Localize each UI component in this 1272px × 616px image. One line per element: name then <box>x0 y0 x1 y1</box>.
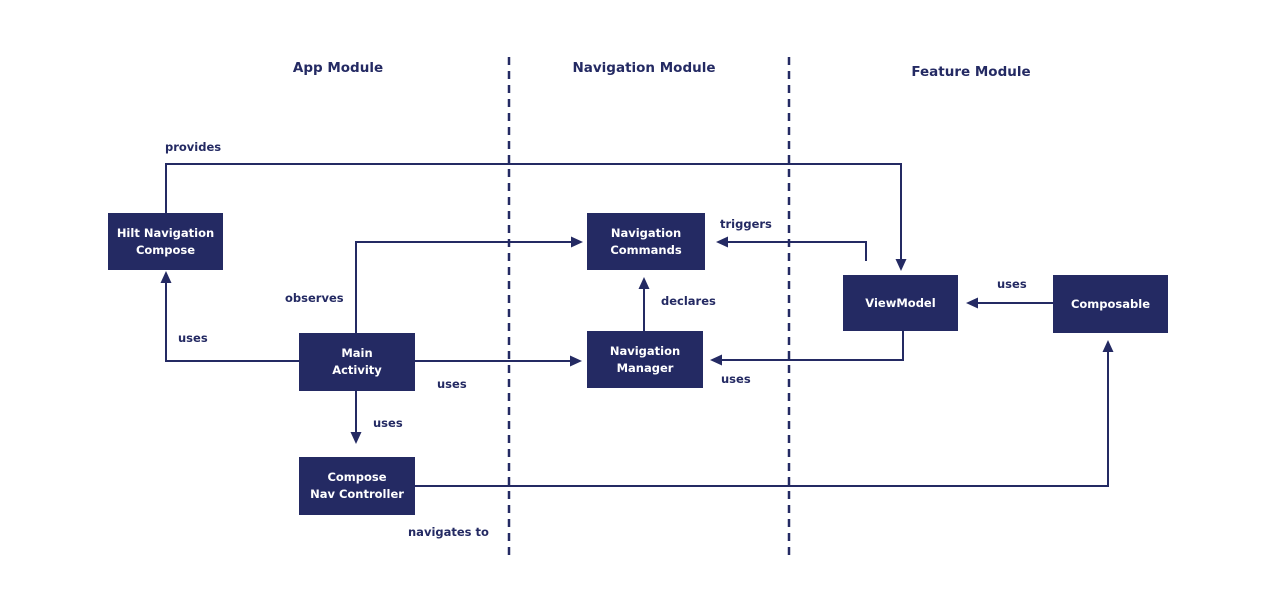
arrow-up-icon <box>1102 340 1114 352</box>
edge-label-uses-main-to-nav-manager: uses <box>437 377 467 391</box>
module-title-navigation: Navigation Module <box>572 60 716 76</box>
edge-uses-viewmodel-to-nav-manager <box>710 331 904 366</box>
module-title-app: App Module <box>292 60 384 76</box>
edge-uses-main-to-hilt <box>160 271 299 362</box>
edge-triggers <box>716 236 867 261</box>
node-composable: Composable <box>1053 275 1168 333</box>
arrow-down-icon <box>895 259 907 271</box>
edge-navigates-to <box>415 340 1114 487</box>
arrow-right-icon <box>570 355 582 367</box>
edge-observes <box>355 236 583 333</box>
arrow-up-icon <box>160 271 172 283</box>
edge-label-provides: provides <box>165 140 222 154</box>
edge-label-observes: observes <box>285 291 344 305</box>
edge-label-navigates-to: navigates to <box>408 525 489 539</box>
node-navigation-commands: Navigation Commands <box>587 213 705 270</box>
node-view-model: ViewModel <box>843 275 958 331</box>
edge-uses-main-to-compose-nav <box>350 391 362 444</box>
module-title-feature: Feature Module <box>911 64 1031 80</box>
node-compose-nav-controller: Compose Nav Controller <box>299 457 415 515</box>
edge-label-triggers: triggers <box>720 217 772 231</box>
edge-label-uses-composable-to-viewmodel: uses <box>997 277 1027 291</box>
edge-uses-composable-to-viewmodel <box>966 297 1053 309</box>
node-navigation-manager: Navigation Manager <box>587 331 703 388</box>
arrow-left-icon <box>710 354 722 366</box>
edge-label-uses-main-to-compose-nav: uses <box>373 416 403 430</box>
node-main-activity: Main Activity <box>299 333 415 391</box>
arrow-left-icon <box>716 236 728 248</box>
edge-uses-main-to-nav-manager <box>415 355 582 367</box>
edge-label-declares: declares <box>661 294 716 308</box>
arrow-down-icon <box>350 432 362 444</box>
edge-label-uses-main-to-hilt: uses <box>178 331 208 345</box>
arrow-up-icon <box>638 277 650 289</box>
edge-provides <box>165 163 907 271</box>
edge-declares <box>638 277 650 331</box>
arrow-left-icon <box>966 297 978 309</box>
arrow-right-icon <box>571 236 583 248</box>
node-hilt-navigation-compose: Hilt Navigation Compose <box>108 213 223 270</box>
edge-label-uses-viewmodel-to-nav-manager: uses <box>721 372 751 386</box>
